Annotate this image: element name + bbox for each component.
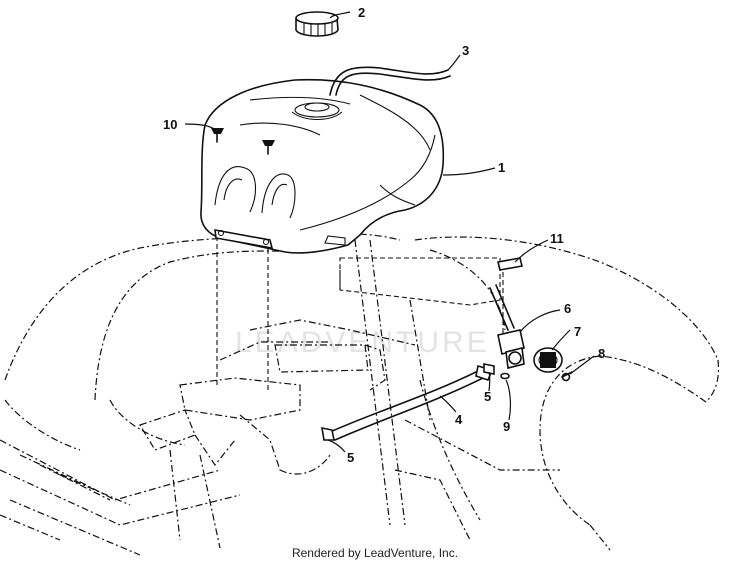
callout-3: 3 <box>462 43 469 58</box>
fuel-valve <box>489 284 525 369</box>
fuel-cap <box>295 11 339 37</box>
callout-6: 6 <box>564 301 571 316</box>
callout-2: 2 <box>358 5 365 20</box>
hose-clamp-upper <box>483 363 495 375</box>
fuel-tank <box>200 78 445 254</box>
callout-8: 8 <box>598 346 605 361</box>
callout-11: 11 <box>550 231 564 246</box>
callout-5-lower: 5 <box>347 450 354 465</box>
callout-5-upper: 5 <box>484 389 491 404</box>
hose-clamp-lower <box>321 426 335 441</box>
atv-frame-phantom <box>0 233 720 556</box>
valve-bracket <box>497 257 523 271</box>
footer-credit: Rendered by LeadVenture, Inc. <box>291 546 459 560</box>
watermark: LEADVENTURE <box>235 326 490 359</box>
valve-knob <box>533 347 563 373</box>
callout-numbers: 2 3 1 10 11 6 7 8 5 9 4 5 <box>163 5 605 465</box>
tank-mounting-bolt-left <box>211 128 224 143</box>
callout-leaders <box>184 11 595 453</box>
fuel-line <box>329 364 494 441</box>
vent-hose <box>329 66 451 96</box>
callout-1: 1 <box>498 160 505 175</box>
tank-mounting-bolt-right <box>262 140 275 155</box>
callout-10: 10 <box>163 117 177 132</box>
knob-screw <box>561 371 573 382</box>
valve-washer <box>500 372 510 380</box>
callout-4: 4 <box>455 412 463 427</box>
callout-7: 7 <box>574 324 581 339</box>
callout-9: 9 <box>503 419 510 434</box>
